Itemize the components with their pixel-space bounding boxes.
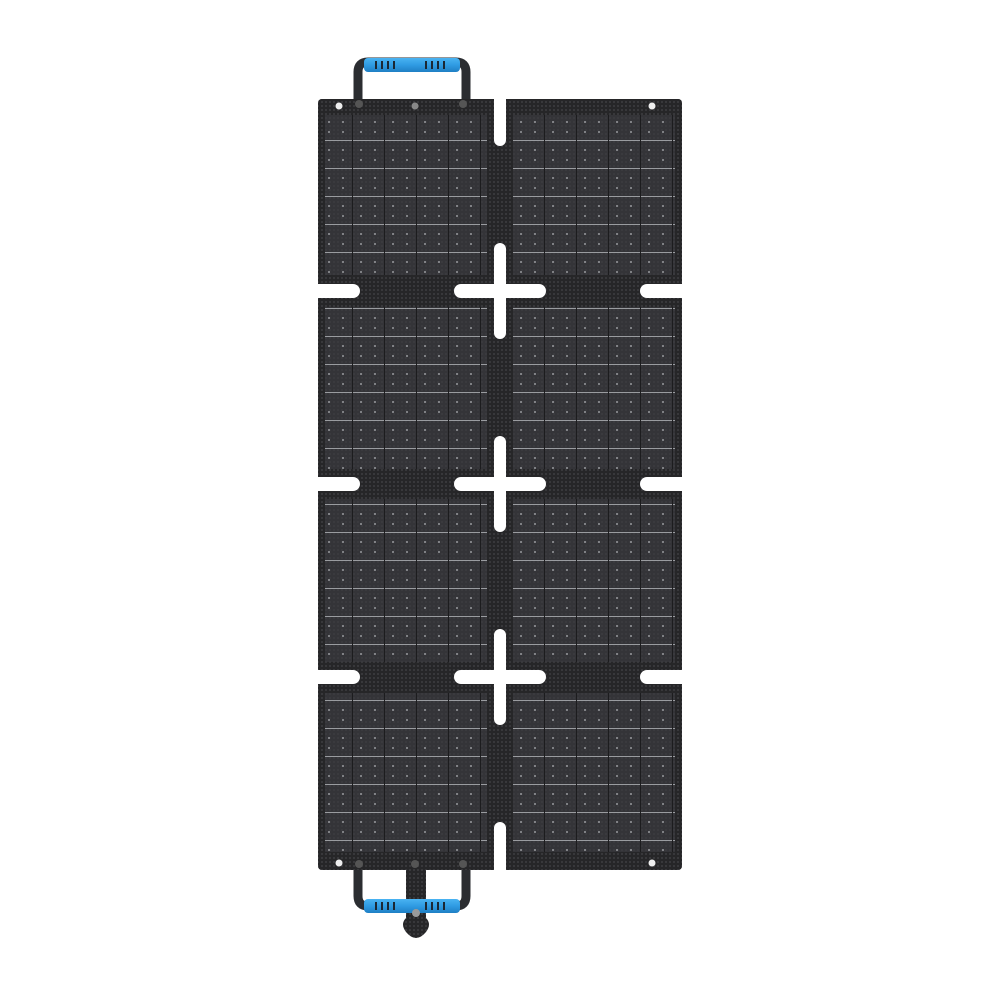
grip-ridges [375, 61, 445, 69]
fold-cutouts [310, 90, 690, 878]
center-notch [494, 822, 506, 878]
solar-panel-2-2 [506, 299, 682, 477]
grip-ridges [375, 902, 445, 910]
cross-cutout [494, 243, 506, 339]
side-notch [310, 670, 360, 684]
side-notch [310, 477, 360, 491]
solar-panel-3-2 [506, 491, 682, 670]
side-notch [640, 670, 690, 684]
solar-panel-4-2 [506, 685, 682, 870]
solar-cells [513, 115, 675, 275]
rivet-icon [355, 100, 363, 108]
solar-cells [325, 307, 487, 469]
grommets [335, 100, 656, 868]
solar-panel-2-1 [318, 299, 494, 477]
solar-cells [325, 499, 487, 662]
solar-panel-3-1 [318, 491, 494, 670]
side-notch [640, 477, 690, 491]
grommet-icon [335, 102, 343, 110]
center-notch [494, 90, 506, 146]
side-notch [310, 284, 360, 298]
top-carry-handle[interactable] [353, 57, 471, 102]
rivet-icon [459, 860, 467, 868]
cross-cutout [494, 629, 506, 725]
solar-cells [513, 693, 675, 852]
rivet-icon [411, 860, 419, 868]
side-notch [640, 284, 690, 298]
solar-panel-1-1 [318, 99, 494, 283]
solar-cells [513, 499, 675, 662]
solar-cells [325, 115, 487, 275]
grommet-icon [648, 859, 656, 867]
rivet-icon [355, 860, 363, 868]
grommet-icon [411, 102, 419, 110]
grommet-icon [335, 859, 343, 867]
solar-cells [513, 307, 675, 469]
solar-panel-1-2 [506, 99, 682, 283]
grommet-icon [412, 909, 420, 917]
rivet-icon [459, 100, 467, 108]
bottom-carry-handle[interactable] [353, 866, 471, 938]
handle-grip [364, 58, 460, 72]
solar-cells [325, 693, 487, 852]
grommet-icon [648, 102, 656, 110]
handle-grip [364, 899, 460, 913]
solar-panel-4-1 [318, 685, 494, 870]
cross-cutout [494, 436, 506, 532]
